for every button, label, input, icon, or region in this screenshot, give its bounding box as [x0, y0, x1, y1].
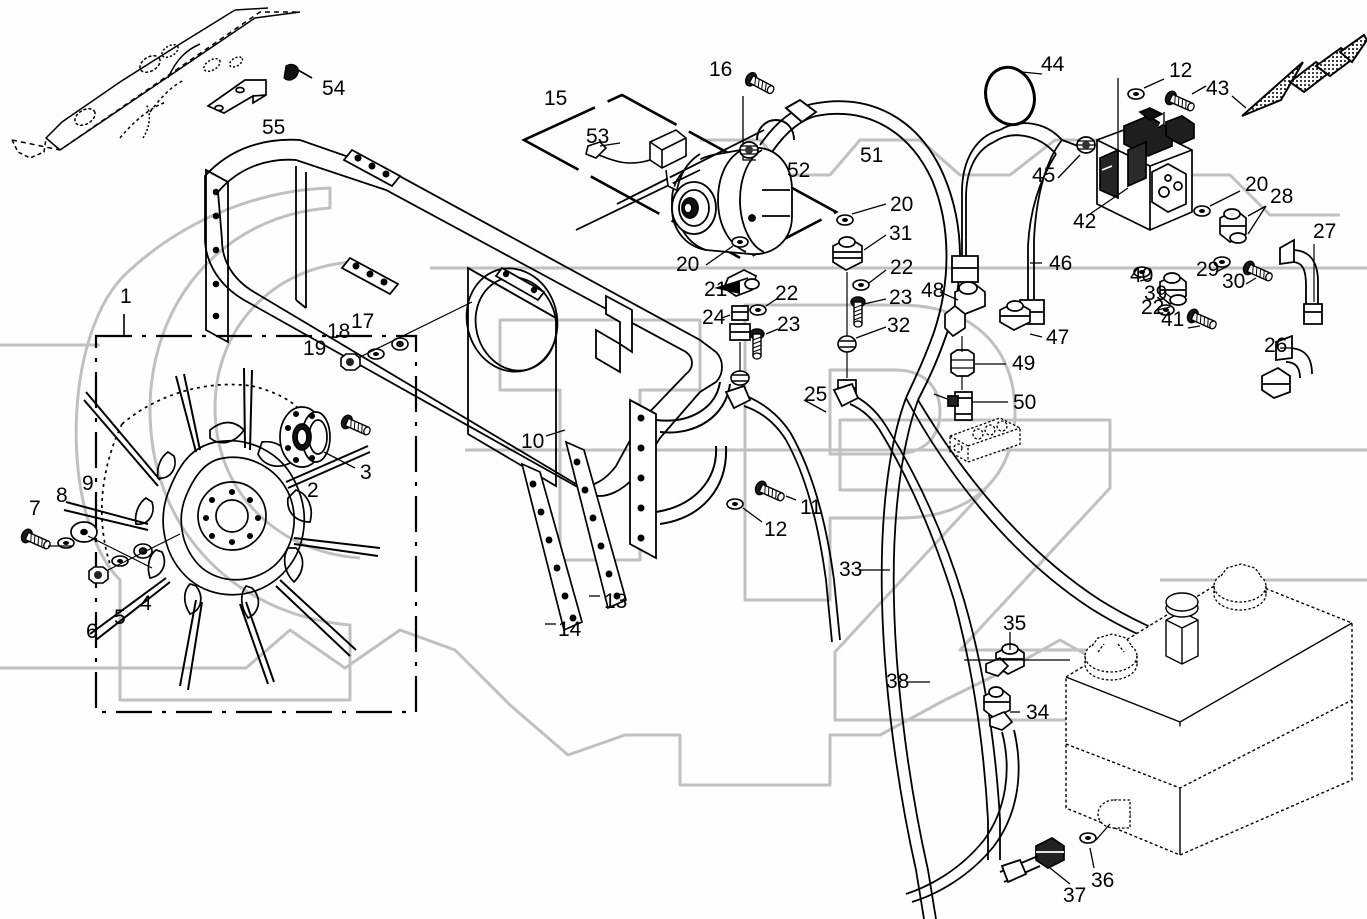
callout-53: 53	[586, 125, 610, 148]
callout-7: 7	[29, 497, 41, 520]
callout-22c: 22	[1141, 296, 1165, 319]
callout-14: 14	[558, 618, 582, 641]
callout-11: 11	[800, 496, 822, 519]
callout-22b: 22	[890, 256, 914, 279]
callout-38: 38	[886, 670, 910, 693]
callout-15: 15	[544, 87, 568, 110]
callout-12a: 12	[1169, 59, 1193, 82]
callout-32: 32	[887, 314, 911, 337]
callout-50: 50	[1013, 391, 1037, 414]
callout-17: 17	[351, 310, 375, 333]
callout-45: 45	[1032, 164, 1056, 187]
callout-36: 36	[1091, 869, 1115, 892]
callout-35: 35	[1003, 612, 1027, 635]
callout-27: 27	[1313, 220, 1337, 243]
callout-48: 48	[921, 279, 945, 302]
callout-8: 8	[56, 484, 68, 507]
callout-30: 30	[1222, 270, 1246, 293]
callout-43: 43	[1206, 77, 1230, 100]
callout-24: 24	[702, 306, 726, 329]
callout-31: 31	[889, 222, 913, 245]
callout-20a: 20	[1245, 173, 1269, 196]
callout-49: 49	[1012, 352, 1036, 375]
callout-16: 16	[709, 58, 733, 81]
callout-40: 40	[1130, 264, 1154, 287]
callout-42: 42	[1073, 210, 1097, 233]
callout-29: 29	[1196, 258, 1220, 281]
callout-12b: 12	[764, 518, 788, 541]
callout-20c: 20	[676, 253, 700, 276]
callout-20b: 20	[890, 193, 914, 216]
callout-52: 52	[787, 159, 811, 182]
callout-23b: 23	[889, 286, 913, 309]
callout-28: 28	[1270, 185, 1294, 208]
callout-47: 47	[1046, 326, 1070, 349]
callout-9: 9	[82, 472, 94, 495]
callout-2: 2	[307, 479, 319, 502]
callout-22a: 22	[775, 282, 799, 305]
callout-13: 13	[604, 590, 628, 613]
callout-41: 41	[1161, 308, 1185, 331]
callout-4: 4	[140, 592, 152, 615]
callout-19: 19	[303, 337, 327, 360]
callout-44: 44	[1041, 53, 1065, 76]
callout-37: 37	[1063, 884, 1087, 907]
callout-33: 33	[839, 558, 863, 581]
callout-51: 51	[860, 144, 884, 167]
callout-23a: 23	[777, 313, 801, 336]
callout-46: 46	[1049, 252, 1073, 275]
callout-6: 6	[86, 620, 98, 643]
callout-25: 25	[804, 383, 828, 406]
callout-34: 34	[1026, 701, 1050, 724]
callout-39: 39	[1144, 282, 1168, 305]
callout-10: 10	[521, 430, 545, 453]
callout-1: 1	[120, 285, 132, 308]
callout-3: 3	[360, 461, 372, 484]
callout-5: 5	[114, 606, 126, 629]
callout-21: 21	[704, 278, 728, 301]
callout-18: 18	[327, 320, 351, 343]
callout-26: 26	[1264, 334, 1288, 357]
callout-55: 55	[262, 116, 286, 139]
callout-54: 54	[322, 77, 346, 100]
